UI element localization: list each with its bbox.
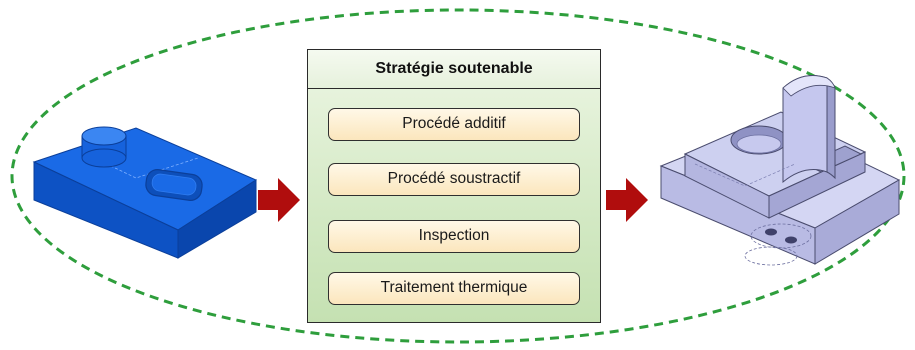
step-heat-treatment: Traitement thermique [328, 272, 580, 305]
red-arrow-icon [258, 178, 300, 222]
strategy-title: Stratégie soutenable [308, 50, 600, 89]
machined-part-icon [659, 75, 901, 266]
red-arrow-icon [606, 178, 648, 222]
step-subtractive-process: Procédé soustractif [328, 163, 580, 196]
blue-block-part-icon [32, 126, 258, 259]
step-additive-process: Procédé additif [328, 108, 580, 141]
step-inspection: Inspection [328, 220, 580, 253]
strategy-box: Stratégie soutenable Procédé additif Pro… [307, 49, 601, 323]
